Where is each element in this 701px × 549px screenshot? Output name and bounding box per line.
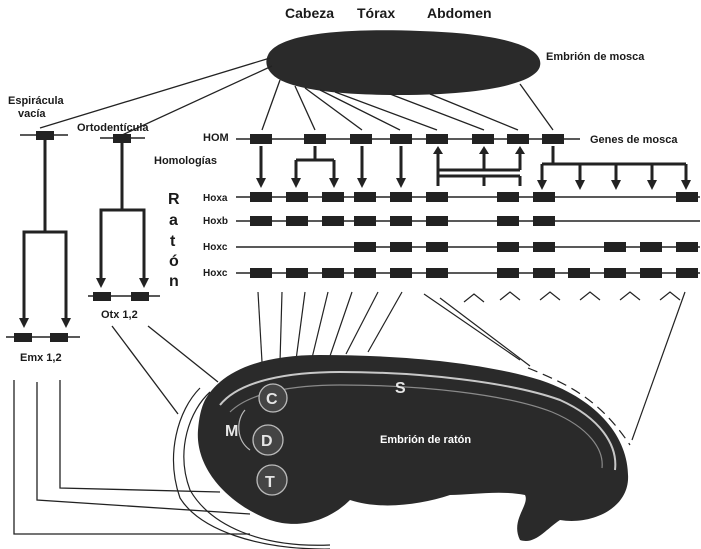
hox-cluster-label-4: Hoxc <box>203 268 228 279</box>
emx-gene-box-1 <box>14 333 32 342</box>
ems-title-line1: Espirácula <box>8 95 65 107</box>
otd-arrow-left <box>96 278 106 288</box>
label-torax: Tórax <box>357 5 395 21</box>
hox-cluster-label-3: Hoxc <box>203 242 228 253</box>
ems-arrow-right <box>61 318 71 328</box>
fly-embryo <box>266 30 540 95</box>
otd-title: Ortodentícula <box>77 122 149 134</box>
region-letter-m: M <box>225 423 238 440</box>
homology-arrows <box>261 146 686 186</box>
emx-label: Emx 1,2 <box>20 352 62 364</box>
hox-cluster-lines <box>236 197 700 273</box>
otd-fork <box>101 210 144 280</box>
raton-letter-4: ó <box>169 253 179 270</box>
label-abdomen: Abdomen <box>427 5 492 21</box>
fly-embryo-label: Embrión de mosca <box>546 51 645 63</box>
homology-arrowheads <box>256 146 691 190</box>
emx-gene-box-2 <box>50 333 68 342</box>
ems-fork <box>24 232 66 320</box>
region-letter-s: S <box>395 380 406 397</box>
label-cabeza: Cabeza <box>285 5 334 21</box>
otx-gene-box-1 <box>93 292 111 301</box>
hom-label: HOM <box>203 132 229 144</box>
otd-gene-box <box>113 134 131 143</box>
region-letter-d: D <box>261 433 273 450</box>
otd-arrow-right <box>139 278 149 288</box>
ems-arrow-left <box>19 318 29 328</box>
ems-gene-box <box>36 131 54 140</box>
hox-cluster-label-1: Hoxa <box>203 193 228 204</box>
hox-cluster-label-2: Hoxb <box>203 216 228 227</box>
otx-label: Otx 1,2 <box>101 309 138 321</box>
homologies-label: Homologías <box>154 155 217 167</box>
raton-letter-5: n <box>169 273 179 290</box>
region-letter-t: T <box>265 474 275 491</box>
raton-letter-2: a <box>169 212 178 229</box>
raton-letter-1: R <box>168 191 180 208</box>
connector-fly-to-ems <box>40 58 270 128</box>
region-letter-c: C <box>266 391 278 408</box>
mouse-embryo-label: Embrión de ratón <box>380 434 471 446</box>
ems-title-line2: vacía <box>18 108 46 120</box>
fly-genes-label: Genes de mosca <box>590 134 678 146</box>
hoxb-genes <box>250 216 555 226</box>
otx-gene-box-2 <box>131 292 149 301</box>
raton-letter-3: t <box>170 233 176 250</box>
